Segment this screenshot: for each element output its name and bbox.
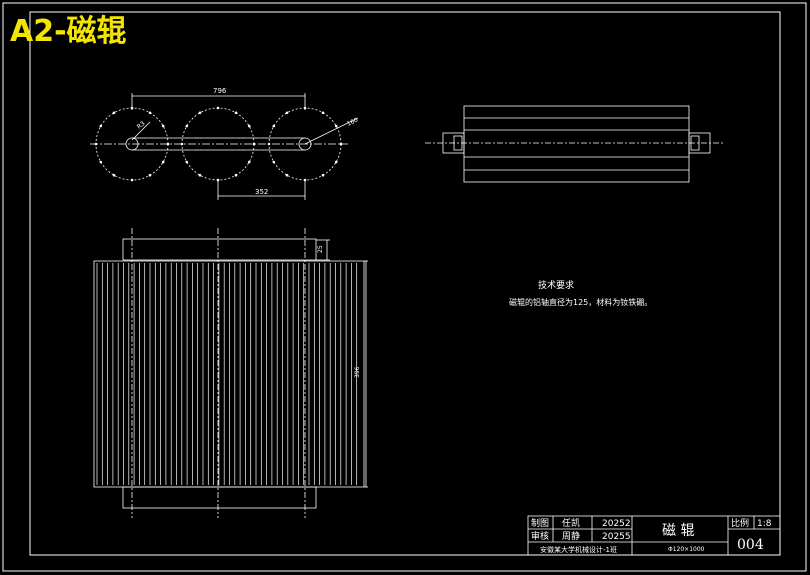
bolt-hole xyxy=(285,173,289,177)
side-view xyxy=(425,105,724,183)
dim-top-width: 796 xyxy=(213,87,227,95)
bolt-hole xyxy=(185,160,189,164)
bolt-hole xyxy=(112,173,116,177)
bolt-hole xyxy=(185,124,189,128)
tb-bottom-text: 安徽某大学机械设计-1班 xyxy=(540,545,617,554)
bolt-hole xyxy=(303,178,307,182)
title-block xyxy=(527,515,781,556)
tb-scale-value: 1:8 xyxy=(757,519,772,529)
tb-scale-label: 比例 xyxy=(731,517,749,529)
bolt-hole xyxy=(272,160,276,164)
front-view-slats xyxy=(96,263,358,485)
bolt-hole xyxy=(112,111,116,115)
bolt-hole xyxy=(234,173,238,177)
tb-part-spec: Φ120×1000 xyxy=(668,546,705,553)
bolt-hole xyxy=(285,111,289,115)
notes-heading: 技术要求 xyxy=(538,279,574,291)
tb-row1-name: 任凯 xyxy=(562,517,580,529)
bolt-hole xyxy=(272,124,276,128)
tb-drawing-no: 004 xyxy=(737,537,764,553)
bolt-hole xyxy=(216,106,220,110)
bolt-hole xyxy=(166,142,170,146)
bolt-hole xyxy=(234,111,238,115)
dim-left-radius: R3 xyxy=(136,120,147,131)
bolt-hole xyxy=(252,142,256,146)
bolt-hole xyxy=(247,160,251,164)
bolt-hole xyxy=(161,160,165,164)
dim-body-height: 396 xyxy=(354,366,361,378)
end-view xyxy=(90,93,359,200)
tb-row1-date: 20252 xyxy=(602,519,631,529)
tb-row2-name: 周静 xyxy=(562,530,580,542)
dim-right-radius: 160 xyxy=(346,117,360,128)
inner-border xyxy=(29,11,781,556)
bolt-hole xyxy=(161,124,165,128)
bolt-hole xyxy=(99,124,103,128)
bolt-hole xyxy=(180,142,184,146)
bolt-hole xyxy=(321,173,325,177)
tb-row2-label: 审核 xyxy=(531,530,549,542)
bolt-hole xyxy=(148,111,152,115)
bolt-hole xyxy=(148,173,152,177)
bolt-hole xyxy=(247,124,251,128)
end-view-dots xyxy=(94,106,343,182)
dim-bottom-span: 352 xyxy=(255,188,268,196)
bolt-hole xyxy=(339,142,343,146)
bolt-hole xyxy=(216,178,220,182)
front-view xyxy=(93,228,368,518)
dim-side-height: 25 xyxy=(317,245,324,253)
bolt-hole xyxy=(334,160,338,164)
title-badge: A2-磁辊 xyxy=(10,14,127,49)
bolt-hole xyxy=(198,173,202,177)
bolt-hole xyxy=(334,124,338,128)
bolt-hole xyxy=(99,160,103,164)
bolt-hole xyxy=(198,111,202,115)
bolt-hole xyxy=(267,142,271,146)
bolt-hole xyxy=(303,106,307,110)
tb-part-name: 磁 辊 xyxy=(662,523,694,539)
bolt-hole xyxy=(321,111,325,115)
bolt-hole xyxy=(130,178,134,182)
tb-row1-label: 制图 xyxy=(531,517,549,529)
bolt-hole xyxy=(94,142,98,146)
tb-row2-date: 20255 xyxy=(602,532,631,542)
bolt-hole xyxy=(130,106,134,110)
notes-line1: 磁辊的铝轴直径为125，材料为钕铁硼。 xyxy=(509,297,652,307)
